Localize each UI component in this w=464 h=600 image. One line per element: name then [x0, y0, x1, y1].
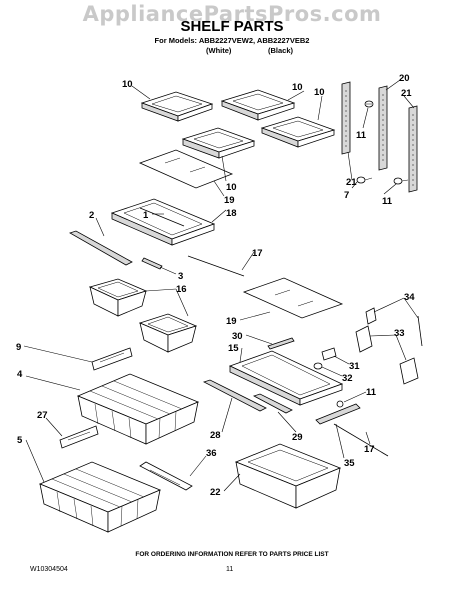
clip-3	[141, 257, 163, 270]
divider-27	[59, 425, 99, 449]
rod-17-lower	[333, 423, 389, 457]
bracket-30	[267, 337, 295, 350]
callout-20: 20	[399, 73, 410, 84]
callout-10: 10	[292, 82, 303, 93]
glass-shelf-19-upper	[138, 149, 234, 189]
document-number: W10304504	[30, 566, 68, 573]
callout-22: 22	[210, 487, 221, 498]
callout-2: 2	[89, 210, 94, 221]
color-black-label: (Black)	[268, 46, 294, 55]
callout-5: 5	[17, 435, 23, 446]
watermark: AppliancePartsPros.com	[82, 2, 382, 26]
rail-21-left	[341, 81, 351, 155]
callout-16: 16	[176, 284, 187, 295]
shelf-10-top-left	[140, 91, 214, 122]
bracket-33-right	[399, 357, 419, 385]
callout-10: 10	[314, 87, 325, 98]
callout-29: 29	[292, 432, 303, 443]
screw-11-lower	[393, 177, 409, 185]
callout-15: 15	[228, 343, 239, 354]
bin-16-lower	[138, 313, 198, 353]
callout-30: 30	[232, 331, 243, 342]
screw-11-upper	[364, 100, 374, 108]
callout-18: 18	[226, 208, 237, 219]
bracket-33-left	[355, 325, 373, 353]
shelf-10-middle-right	[260, 116, 336, 148]
rail-21-right	[408, 105, 418, 193]
drawer-22	[234, 443, 342, 509]
slide-35	[315, 400, 361, 425]
frame-15	[228, 350, 344, 406]
fastener-7	[356, 176, 373, 184]
callout-17: 17	[364, 444, 375, 455]
callout-10: 10	[226, 182, 237, 193]
rail-20	[378, 85, 388, 171]
callout-19: 19	[224, 195, 235, 206]
callout-4: 4	[17, 369, 23, 380]
ordering-note: FOR ORDERING INFORMATION REFER TO PARTS …	[135, 551, 329, 558]
frame-18	[110, 198, 216, 246]
callout-28: 28	[210, 430, 221, 441]
pin-upper-right	[417, 315, 423, 347]
callout-9: 9	[16, 342, 21, 353]
callout-21: 21	[401, 88, 412, 99]
page-number: 11	[226, 566, 234, 573]
callout-32: 32	[342, 373, 353, 384]
callout-11: 11	[356, 130, 367, 141]
cap-32	[313, 362, 323, 370]
callout-17: 17	[252, 248, 263, 259]
glass-shelf-19-lower	[242, 277, 344, 319]
hinge-34	[365, 307, 377, 325]
callout-10: 10	[122, 79, 133, 90]
callout-11: 11	[382, 196, 393, 207]
callout-7: 7	[344, 190, 349, 201]
callouts: 10 10 10 10 20 21 11 21 7 11 19 2 1 18 1…	[16, 73, 415, 498]
callout-31: 31	[349, 361, 360, 372]
wire-basket-4	[76, 373, 200, 445]
bin-16-upper	[88, 278, 148, 317]
shelf-10-top-middle	[220, 89, 296, 121]
callout-27: 27	[37, 410, 48, 421]
rod-17-upper	[187, 255, 245, 277]
rail-29	[252, 393, 293, 414]
shelf-10-middle-left	[181, 127, 256, 159]
callout-19: 19	[226, 316, 237, 327]
models-line: For Models: ABB2227VEW2, ABB2227VEB2	[154, 36, 310, 45]
callout-34: 34	[404, 292, 415, 303]
trim-2	[69, 230, 133, 266]
bracket-31	[321, 347, 337, 361]
callout-36: 36	[206, 448, 217, 459]
divider-9	[91, 347, 133, 371]
callout-3: 3	[178, 271, 183, 282]
callout-11: 11	[366, 387, 377, 398]
leader-lines	[23, 79, 419, 492]
callout-33: 33	[394, 328, 405, 339]
callout-21: 21	[346, 177, 357, 188]
callout-1: 1	[143, 210, 149, 221]
page-title: SHELF PARTS	[180, 18, 284, 35]
color-white-label: (White)	[206, 46, 232, 55]
callout-35: 35	[344, 458, 355, 469]
wire-basket-5	[38, 461, 162, 533]
divider-36	[139, 461, 193, 491]
rail-28	[202, 379, 267, 412]
